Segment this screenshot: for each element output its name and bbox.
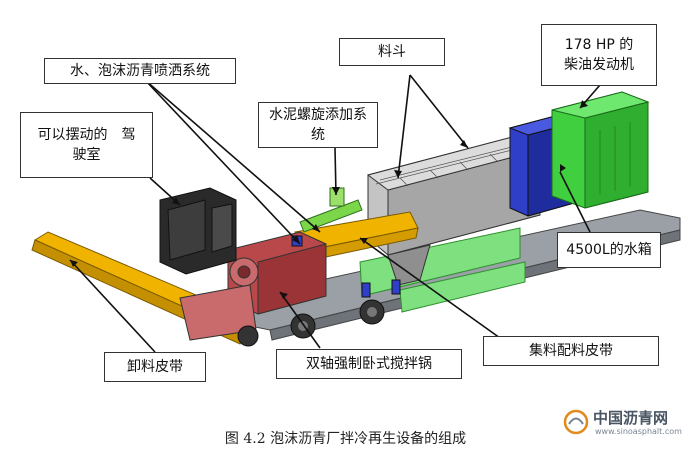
label-cement-screw-system: 水泥螺旋添加系 统 bbox=[258, 102, 378, 148]
label-twin-shaft-mixer: 双轴强制卧式搅拌锅 bbox=[276, 349, 462, 379]
label-water-foam-spray-system: 水、泡沫沥青喷洒系统 bbox=[44, 58, 236, 84]
label-twin-shaft-mixer-text: 双轴强制卧式搅拌锅 bbox=[306, 355, 432, 372]
watermark-url: www.sinoasphalt.com bbox=[595, 427, 682, 436]
label-water-foam-spray-text: 水、泡沫沥青喷洒系统 bbox=[70, 62, 210, 79]
label-collector-belt-text: 集料配料皮带 bbox=[529, 342, 613, 359]
leader-lines bbox=[69, 74, 601, 353]
label-water-tank: 4500L的水箱 bbox=[557, 232, 661, 268]
label-discharge-belt: 卸料皮带 bbox=[104, 352, 206, 382]
leader-spray-2 bbox=[144, 79, 321, 233]
watermark-logo-icon bbox=[563, 409, 589, 435]
label-cab-line1: 可以摆动的 驾 bbox=[37, 126, 136, 143]
label-cement-line1: 水泥螺旋添加系 bbox=[269, 106, 367, 123]
cab bbox=[159, 187, 237, 275]
label-hopper-text: 料斗 bbox=[378, 43, 406, 60]
label-collector-belt: 集料配料皮带 bbox=[483, 336, 659, 366]
label-discharge-belt-text: 卸料皮带 bbox=[127, 358, 183, 375]
wheels bbox=[237, 299, 385, 347]
leader-collector-belt bbox=[359, 237, 501, 339]
leader-hopper-2 bbox=[409, 74, 469, 149]
label-cement-line2: 统 bbox=[311, 127, 325, 143]
leader-mixer bbox=[279, 291, 321, 349]
label-engine-line2: 柴油发动机 bbox=[564, 57, 634, 73]
leader-discharge bbox=[69, 259, 156, 353]
label-water-tank-text: 4500L的水箱 bbox=[566, 241, 652, 258]
label-cab-line2: 驶室 bbox=[72, 147, 101, 163]
watermark: 中国沥青网 www.sinoasphalt.com bbox=[559, 405, 682, 443]
label-diesel-engine: 178 HP 的 柴油发动机 bbox=[541, 24, 657, 86]
discharge-conveyor bbox=[31, 231, 257, 345]
leader-arrowheads bbox=[70, 100, 588, 299]
watermark-title: 中国沥青网 bbox=[593, 409, 669, 427]
leader-spray-1 bbox=[144, 79, 301, 245]
figure-caption: 图 4.2 泡沫沥青厂拌冷再生设备的组成 bbox=[224, 431, 467, 447]
label-hopper: 料斗 bbox=[339, 38, 445, 66]
label-swing-cab: 可以摆动的 驾 驶室 bbox=[20, 112, 153, 178]
leader-hopper-1 bbox=[397, 74, 411, 179]
label-engine-line1: 178 HP 的 bbox=[564, 36, 634, 53]
mixer-body bbox=[227, 231, 327, 315]
engine-housing bbox=[551, 91, 650, 209]
leader-water-tank bbox=[559, 171, 591, 233]
